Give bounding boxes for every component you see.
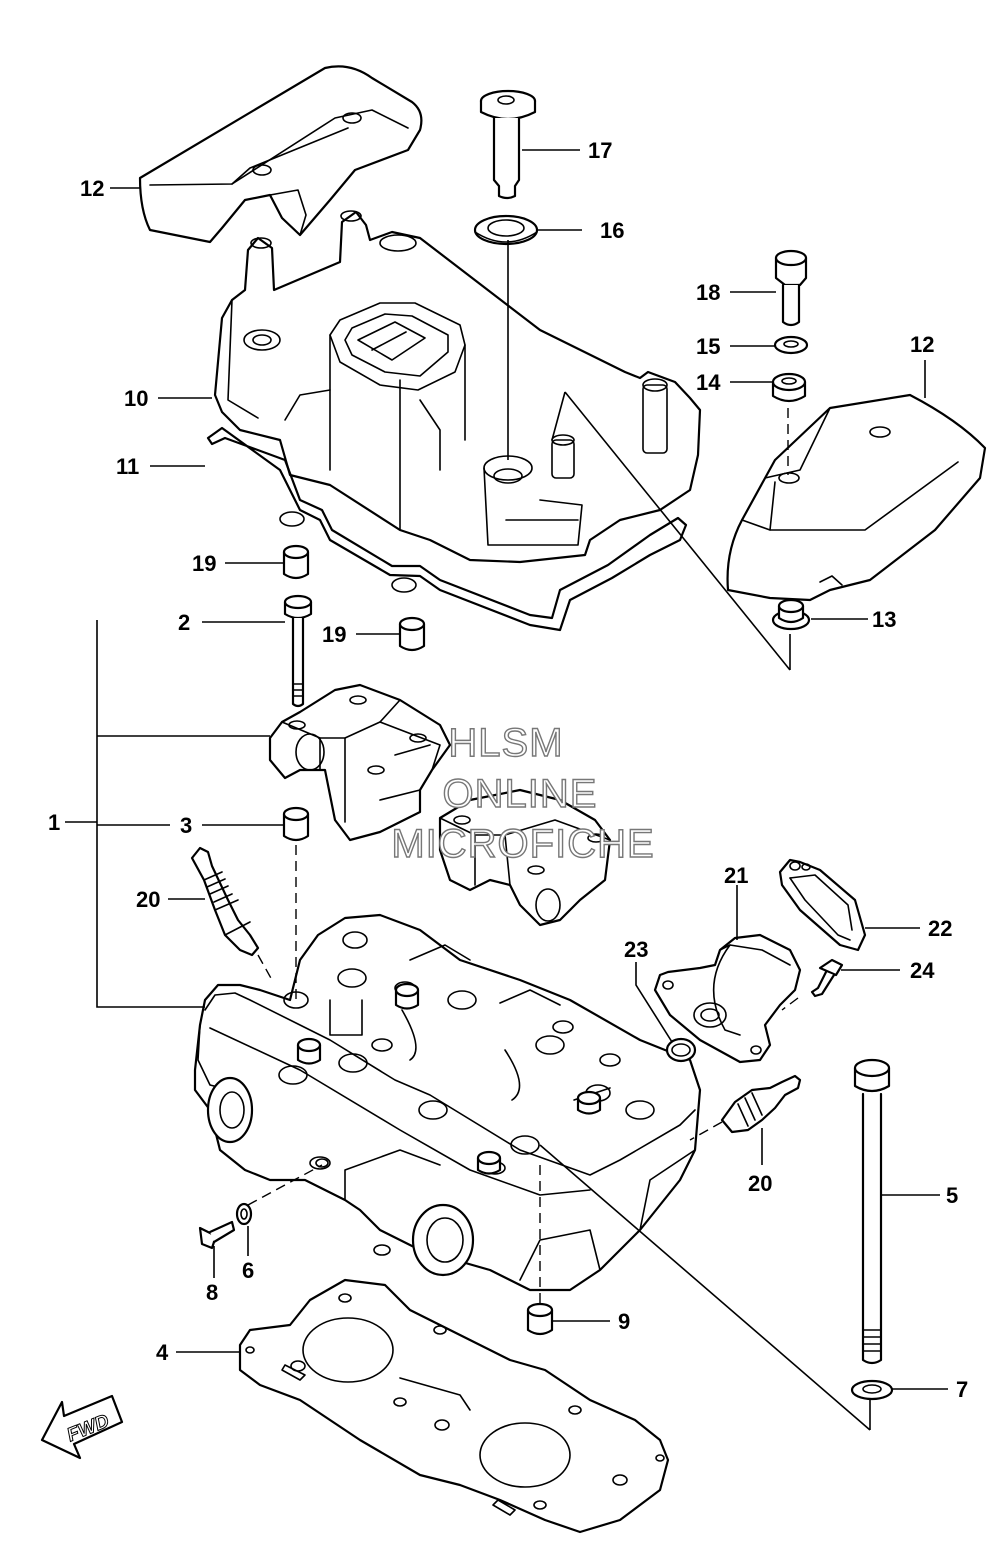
watermark-line-2: ONLINE	[443, 772, 598, 816]
alignment-lines	[247, 408, 799, 1305]
spark-plug-left	[190, 846, 260, 957]
leader-lines	[65, 149, 948, 1431]
camshaft-holder-2	[438, 788, 612, 927]
bolt-5	[853, 1058, 891, 1365]
dowel-3	[282, 806, 310, 842]
callout-labels: 12 17 16 18 15 14 12 10 11 19 19 13 2 1 …	[48, 138, 968, 1402]
callout-18: 18	[696, 280, 720, 305]
callout-8: 8	[206, 1280, 218, 1305]
callout-16: 16	[600, 218, 624, 243]
callout-1: 1	[48, 810, 60, 835]
callout-19-b: 19	[322, 622, 346, 647]
callout-23: 23	[624, 937, 648, 962]
washer-15	[773, 335, 809, 355]
bolt-2	[283, 594, 313, 708]
callout-7: 7	[956, 1377, 968, 1402]
bolt-8	[198, 1220, 236, 1250]
callout-13: 13	[872, 607, 896, 632]
bolt-17	[479, 89, 537, 200]
callout-10: 10	[124, 386, 148, 411]
bolt-18	[774, 249, 808, 327]
callout-6: 6	[242, 1258, 254, 1283]
callout-17: 17	[588, 138, 612, 163]
callout-11: 11	[116, 454, 139, 479]
dowel-19a	[282, 544, 310, 580]
spark-plug-right	[720, 1074, 802, 1134]
o-ring-23	[665, 1037, 697, 1063]
callout-19-a: 19	[192, 551, 216, 576]
callout-12-right: 12	[910, 332, 934, 357]
dowel-9	[526, 1302, 554, 1336]
heat-shield-right	[726, 393, 987, 602]
callout-5: 5	[946, 1183, 958, 1208]
watermark: HLSM ONLINE MICROFICHE	[391, 720, 655, 866]
callout-20-left: 20	[136, 887, 160, 912]
callout-3: 3	[180, 813, 192, 838]
callout-15: 15	[696, 334, 720, 359]
washer-6	[235, 1202, 253, 1226]
rubber-13	[771, 598, 811, 631]
grommet-16	[473, 214, 539, 246]
clamp-22	[778, 858, 867, 952]
heat-shield-left	[138, 65, 423, 244]
callout-12-left: 12	[80, 176, 104, 201]
collar-14	[771, 372, 807, 403]
callout-20-right: 20	[748, 1171, 772, 1196]
callout-22: 22	[928, 916, 952, 941]
callout-2: 2	[178, 610, 190, 635]
screw-24	[810, 958, 844, 998]
callout-9: 9	[618, 1309, 630, 1334]
fwd-direction-badge: FWD	[40, 1394, 124, 1460]
callout-14: 14	[696, 370, 721, 395]
dowel-19b	[398, 616, 426, 652]
callout-4: 4	[156, 1340, 169, 1365]
cylinder-head	[193, 913, 702, 1292]
callout-21: 21	[724, 863, 748, 888]
callout-24: 24	[910, 958, 935, 983]
intake-pipe-21	[653, 933, 802, 1064]
cylinder-head-cover	[213, 210, 702, 564]
watermark-line-1: HLSM	[448, 721, 563, 765]
camshaft-holder-1	[268, 683, 452, 842]
head-gasket-4	[238, 1278, 670, 1534]
cover-gasket	[206, 426, 688, 632]
washer-7	[850, 1379, 894, 1401]
watermark-line-3: MICROFICHE	[391, 822, 654, 866]
